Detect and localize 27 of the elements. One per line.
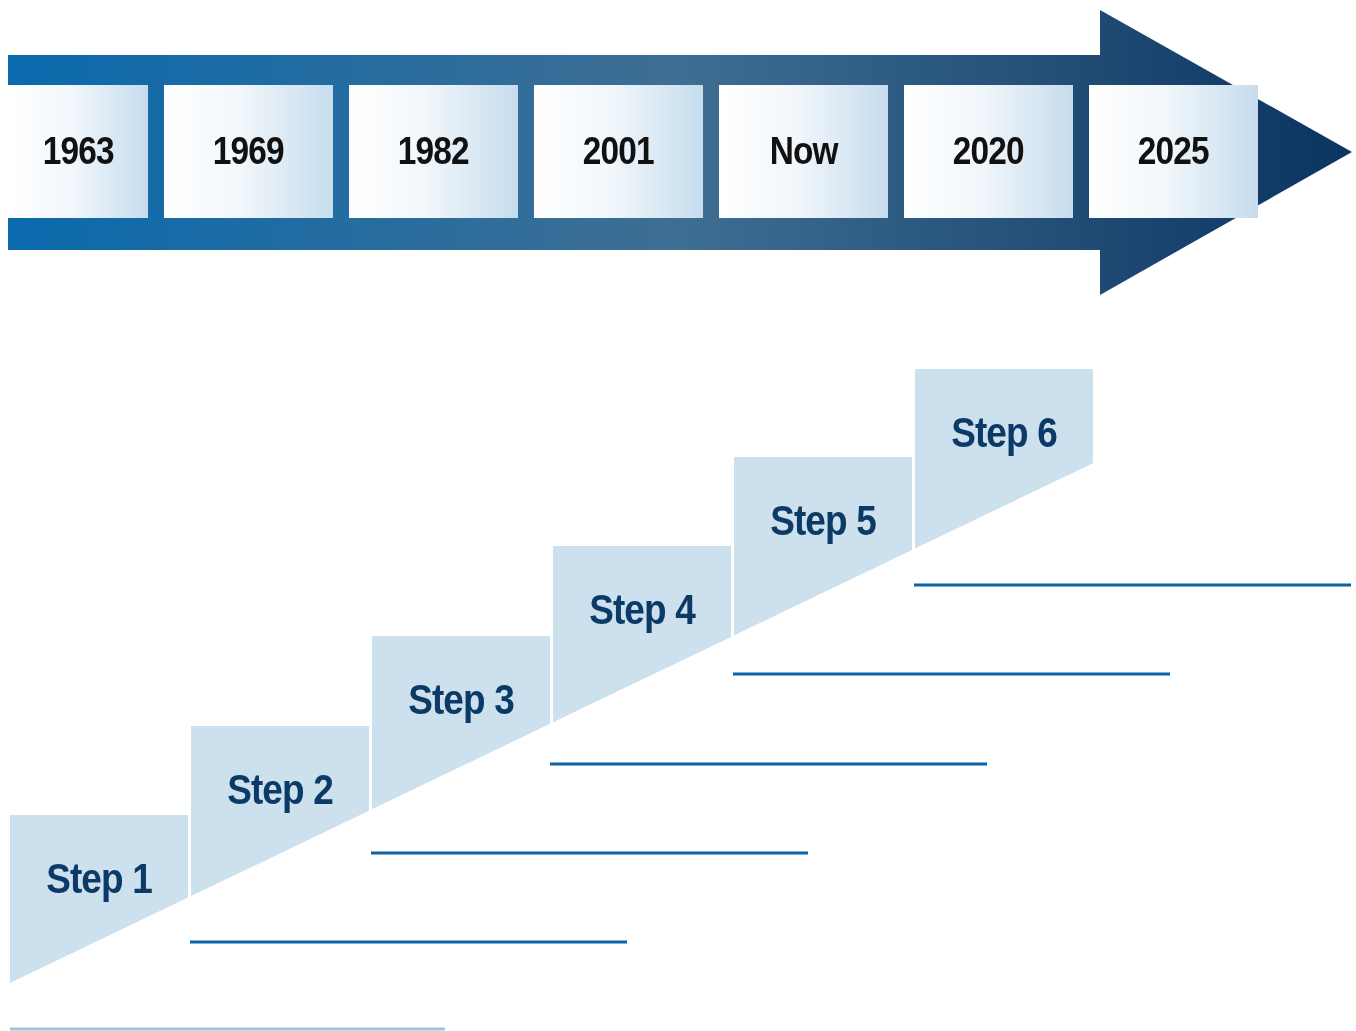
- year-box: [8, 85, 148, 218]
- step-label: Step 6: [950, 409, 1058, 457]
- year-box: [534, 85, 703, 218]
- year-label: 2025: [1138, 130, 1209, 173]
- step-block: [10, 815, 188, 983]
- year-box: [1089, 85, 1258, 218]
- year-label: 2020: [953, 130, 1024, 173]
- step-block: [734, 457, 912, 636]
- step-label: Step 1: [45, 855, 153, 903]
- year-label: Now: [769, 130, 838, 173]
- step-block: [553, 546, 731, 723]
- year-label: 1982: [398, 130, 469, 173]
- year-label: 2001: [583, 130, 654, 173]
- year-box: [719, 85, 888, 218]
- step-block: [191, 726, 369, 897]
- year-label: 1963: [42, 130, 114, 173]
- step-label: Step 4: [588, 586, 697, 634]
- year-box: [904, 85, 1073, 218]
- step-label: Step 5: [769, 497, 877, 545]
- year-label: 1969: [213, 130, 284, 173]
- step-block: [915, 369, 1093, 549]
- year-box: [349, 85, 518, 218]
- timeline-arrow: [8, 10, 1352, 295]
- year-box: [164, 85, 333, 218]
- step-block: [372, 636, 550, 810]
- step-label: Step 3: [407, 676, 515, 724]
- step-label: Step 2: [226, 766, 334, 814]
